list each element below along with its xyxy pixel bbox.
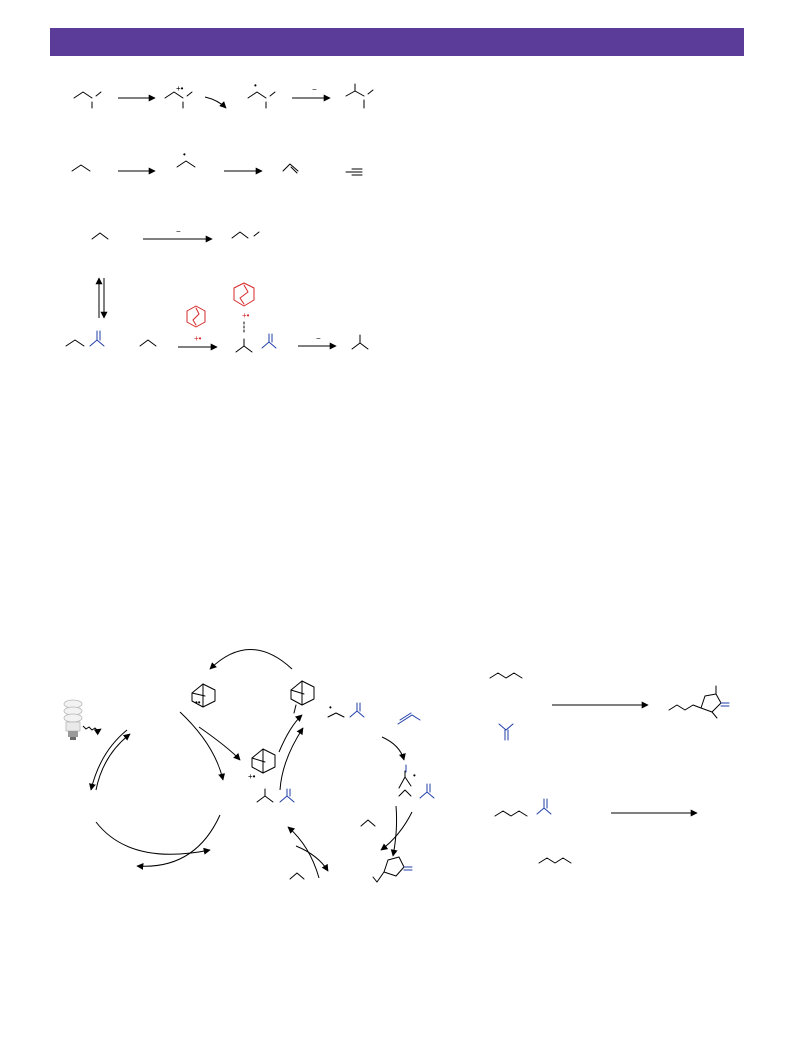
arrow-add-alkene xyxy=(381,736,406,761)
cfl-lightbulb-icon xyxy=(63,699,83,740)
row4-complex xyxy=(235,333,277,353)
lower-substrate xyxy=(289,872,305,880)
right-reaction1-reagent xyxy=(498,723,514,741)
right-reaction2-reactant-pair xyxy=(494,798,552,817)
row2-radical-dot: • xyxy=(183,150,186,159)
arrow-to-center-left xyxy=(198,726,241,761)
arrow-return-lower-2 xyxy=(295,845,329,872)
right-cycle-radical-pair: • xyxy=(327,702,365,718)
catalyst-charge-2: +• xyxy=(242,311,250,320)
row1-radical: • xyxy=(247,81,276,109)
arrow-return-lower xyxy=(287,826,320,879)
central-radical-cation: +• xyxy=(248,772,256,781)
arrow-cyclize-2 xyxy=(390,805,398,857)
row1-curved-arrow xyxy=(204,96,227,109)
row3-minus-label: − xyxy=(176,227,181,236)
catalyst-charge-1: +• xyxy=(194,334,202,343)
row4-minus-label: − xyxy=(316,334,321,343)
cyclic-product-bottom xyxy=(372,856,413,883)
right-radical-dot: • xyxy=(329,703,332,712)
row1-product xyxy=(345,83,374,109)
row1-minus-label: − xyxy=(312,85,317,94)
light-wavy-arrow xyxy=(82,725,102,736)
radical-cation-label: +• xyxy=(176,84,184,93)
left-cycle-arc-top xyxy=(89,729,128,791)
left-cycle-arc-top-return xyxy=(95,733,131,791)
arrow-center-up-right xyxy=(278,714,303,753)
row4-product xyxy=(351,334,369,350)
row2-radical: • xyxy=(176,150,196,168)
right-reaction2-substrate xyxy=(538,857,572,864)
quinuclidine-catalyst-neutral xyxy=(191,683,216,708)
left-cycle-arc-bottom xyxy=(136,814,221,870)
adduct-radical-dot: • xyxy=(413,771,416,780)
quinuclidine-catalyst-protonated xyxy=(290,680,315,714)
header-bar xyxy=(50,28,744,56)
lone-pair-label: •• xyxy=(195,698,201,707)
red-catalyst-bicycle-1 xyxy=(186,305,206,328)
right-reaction1-product xyxy=(668,685,730,719)
row2-alkene xyxy=(282,163,299,174)
row2-reactant xyxy=(71,164,91,172)
red-catalyst-bicycle-2 xyxy=(233,282,255,307)
arrow-center-up-right-2 xyxy=(279,727,304,791)
row4-reactant-pair xyxy=(65,330,105,347)
right-cycle-adduct: • xyxy=(398,764,435,799)
arrow-cyclize xyxy=(380,811,413,851)
arrow-center-to-left-descending xyxy=(179,711,226,781)
quinuclidine-radical-cation xyxy=(251,748,276,774)
catalyst-regeneration-arc xyxy=(209,649,293,670)
center-substrate-pair xyxy=(256,788,295,803)
right-reaction1-reactant xyxy=(489,672,523,679)
row3-reactant xyxy=(91,232,109,240)
row1-reactant xyxy=(73,91,102,109)
row2-alkyne xyxy=(345,168,363,176)
right-cycle-alkene xyxy=(397,712,421,725)
row1-radical-cation: +• xyxy=(164,84,193,109)
row4-substrate xyxy=(139,339,157,347)
radical-dot-label: • xyxy=(254,81,257,90)
row3-product xyxy=(231,231,260,239)
right-cycle-substrate xyxy=(360,819,376,827)
left-cycle-arc-mid xyxy=(95,821,211,855)
